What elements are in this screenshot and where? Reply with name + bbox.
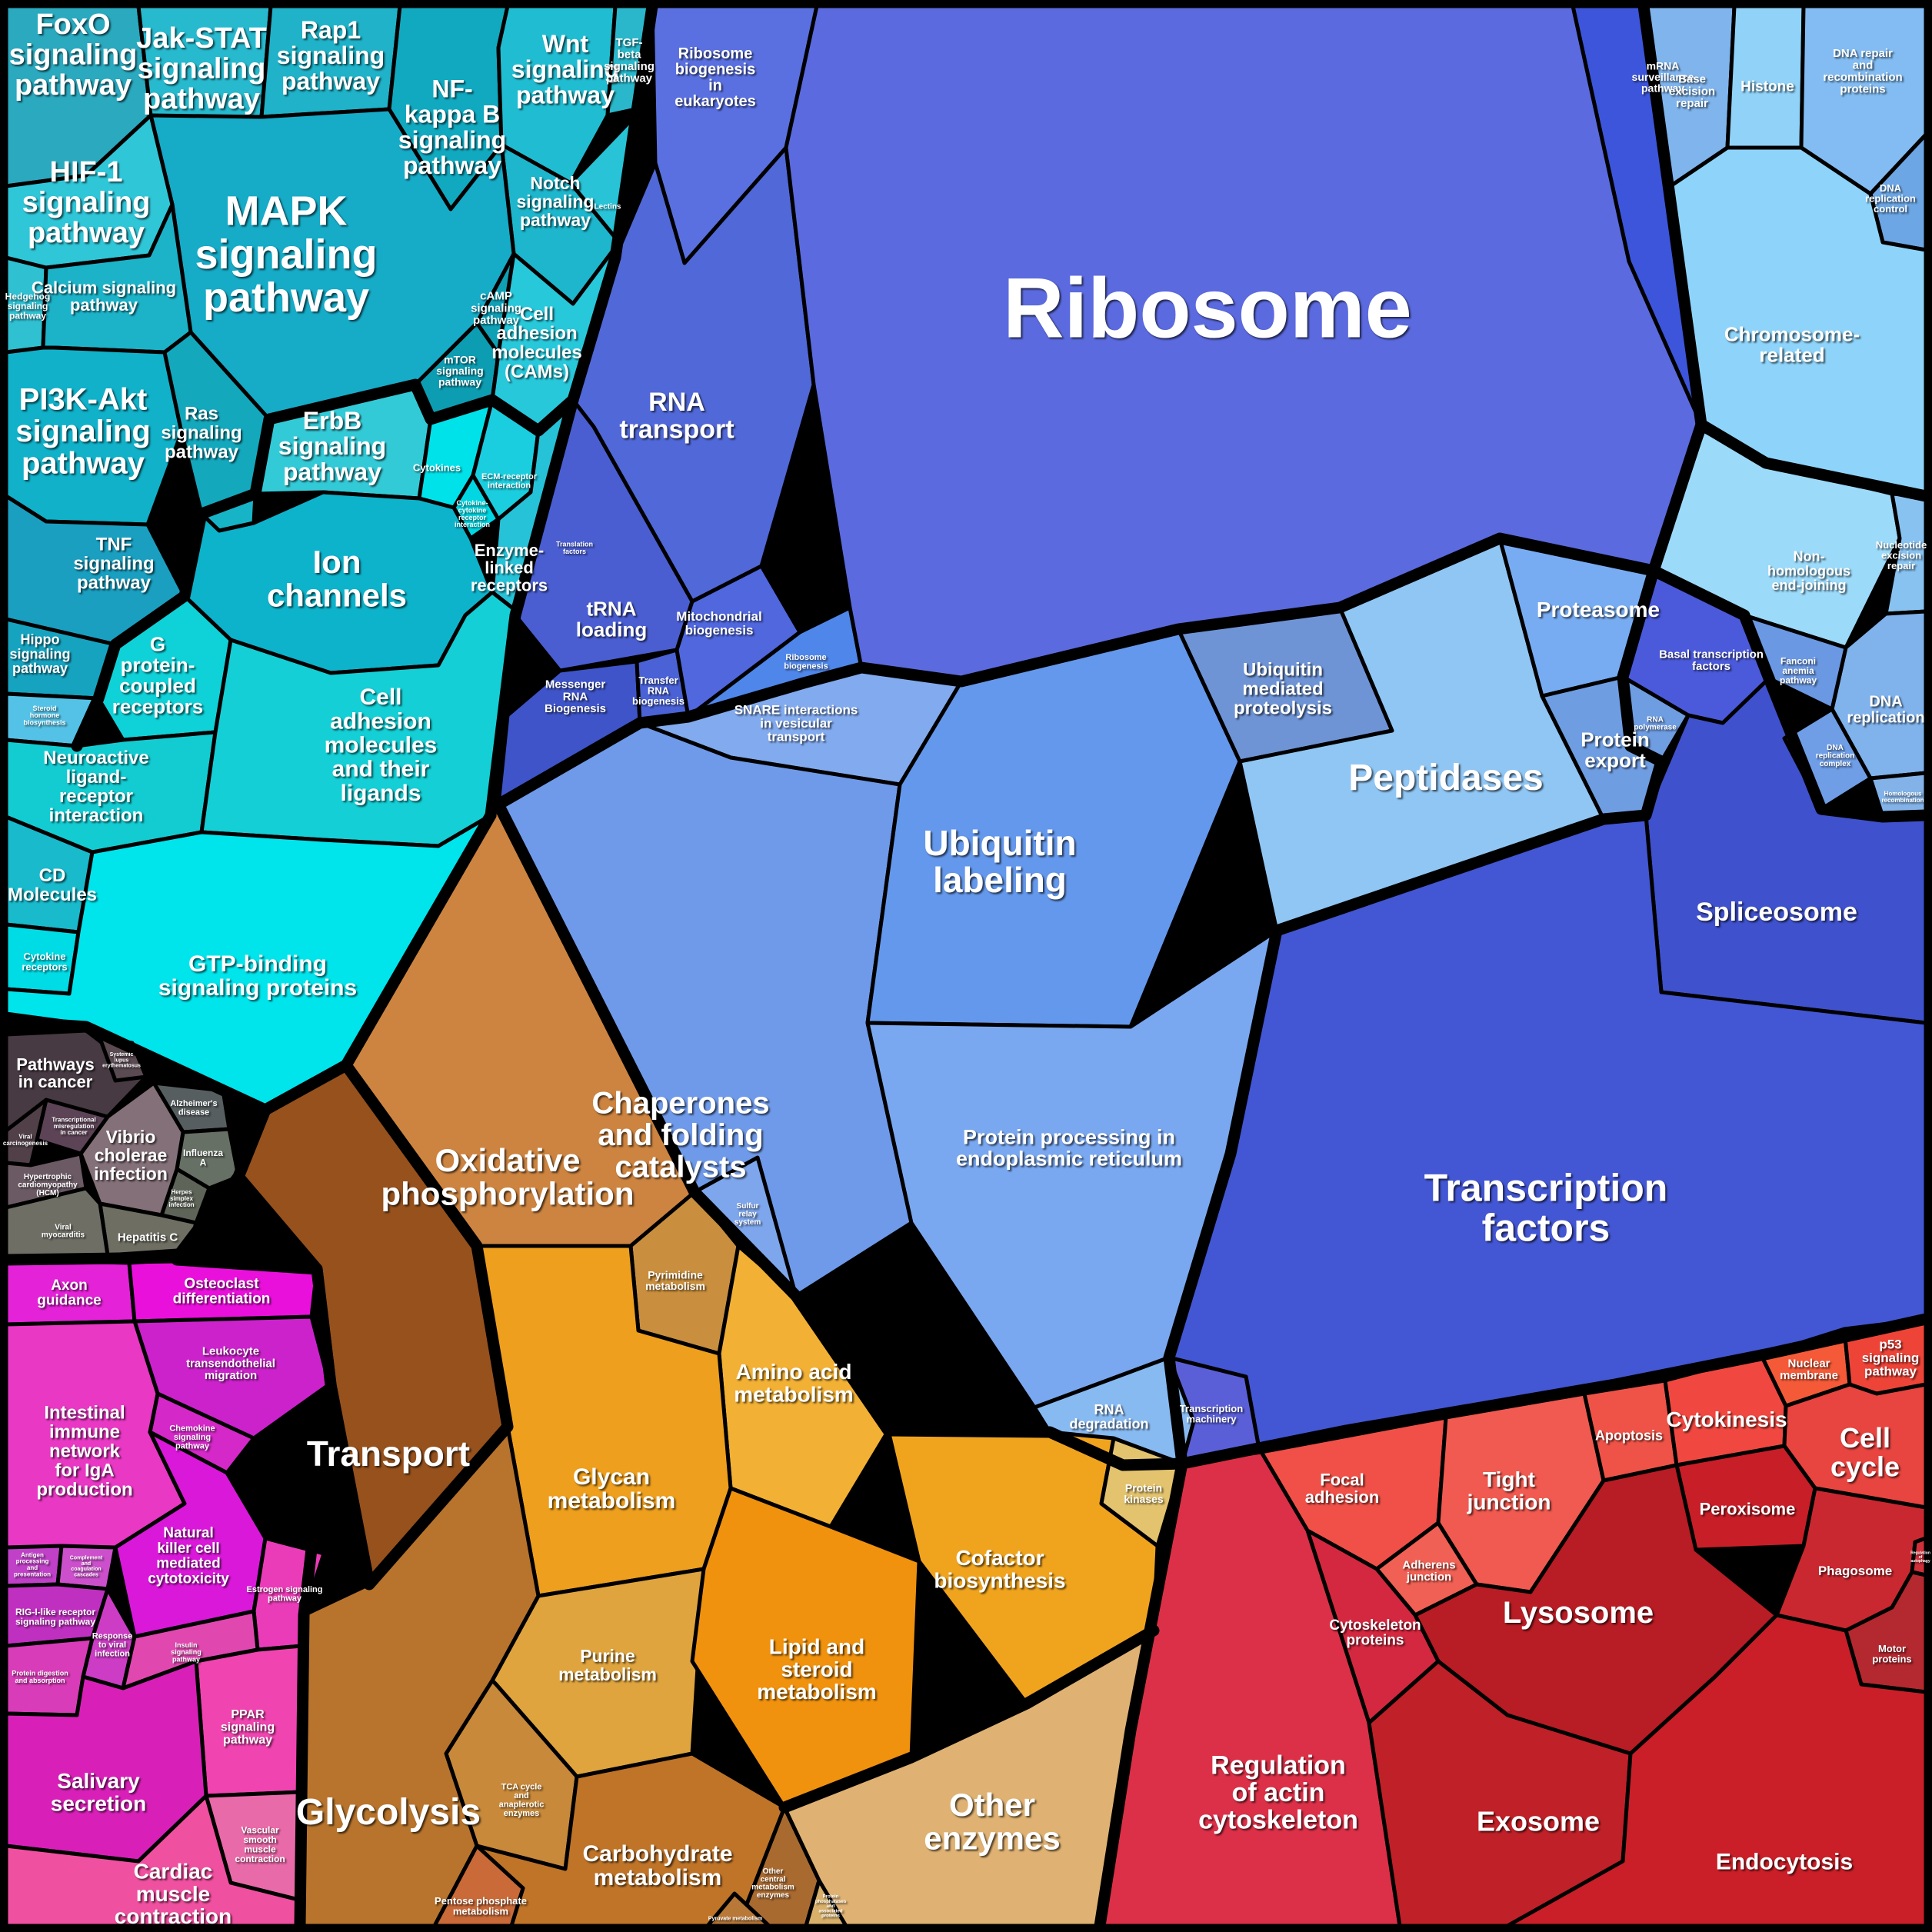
antigen-processing-and-presentation-cell[interactable] xyxy=(4,1544,64,1588)
axon-guidance-cell[interactable] xyxy=(4,1257,137,1327)
p53-signaling-pathway-cell[interactable] xyxy=(1842,1317,1928,1396)
histone-cell[interactable] xyxy=(1725,4,1806,150)
peroxisome-cell[interactable] xyxy=(1674,1444,1817,1552)
tgf-beta-signaling-pathway-cell[interactable] xyxy=(605,4,655,118)
endocytosis-cell[interactable] xyxy=(1505,1613,1928,1928)
lipid-and-steroid-metabolism-cell[interactable] xyxy=(690,1486,921,1810)
complement-and-coagulation-cascades-cell[interactable] xyxy=(55,1544,118,1591)
rap1-signaling-pathway-cell[interactable] xyxy=(259,4,402,119)
cytokine-receptors-cell[interactable] xyxy=(4,922,81,996)
pentose-phosphate-metabolism-cell[interactable] xyxy=(432,1844,525,1928)
hedgehog-signaling-pathway-cell[interactable] xyxy=(4,255,48,355)
homologous-recombination-cell[interactable] xyxy=(1868,771,1928,819)
osteoclast-differentiation-cell[interactable] xyxy=(127,1257,319,1324)
pyruvate-metabolism-cell[interactable] xyxy=(705,1891,771,1928)
regulation-of-autophagy-cell[interactable] xyxy=(1910,1536,1928,1577)
pi3k-akt-signaling-pathway-cell[interactable] xyxy=(4,345,184,527)
ppar-signaling-pathway-cell[interactable] xyxy=(194,1644,304,1798)
steroid-hormone-biosynthesis-cell[interactable] xyxy=(4,691,101,748)
section-organismal-systems xyxy=(4,1257,331,1928)
